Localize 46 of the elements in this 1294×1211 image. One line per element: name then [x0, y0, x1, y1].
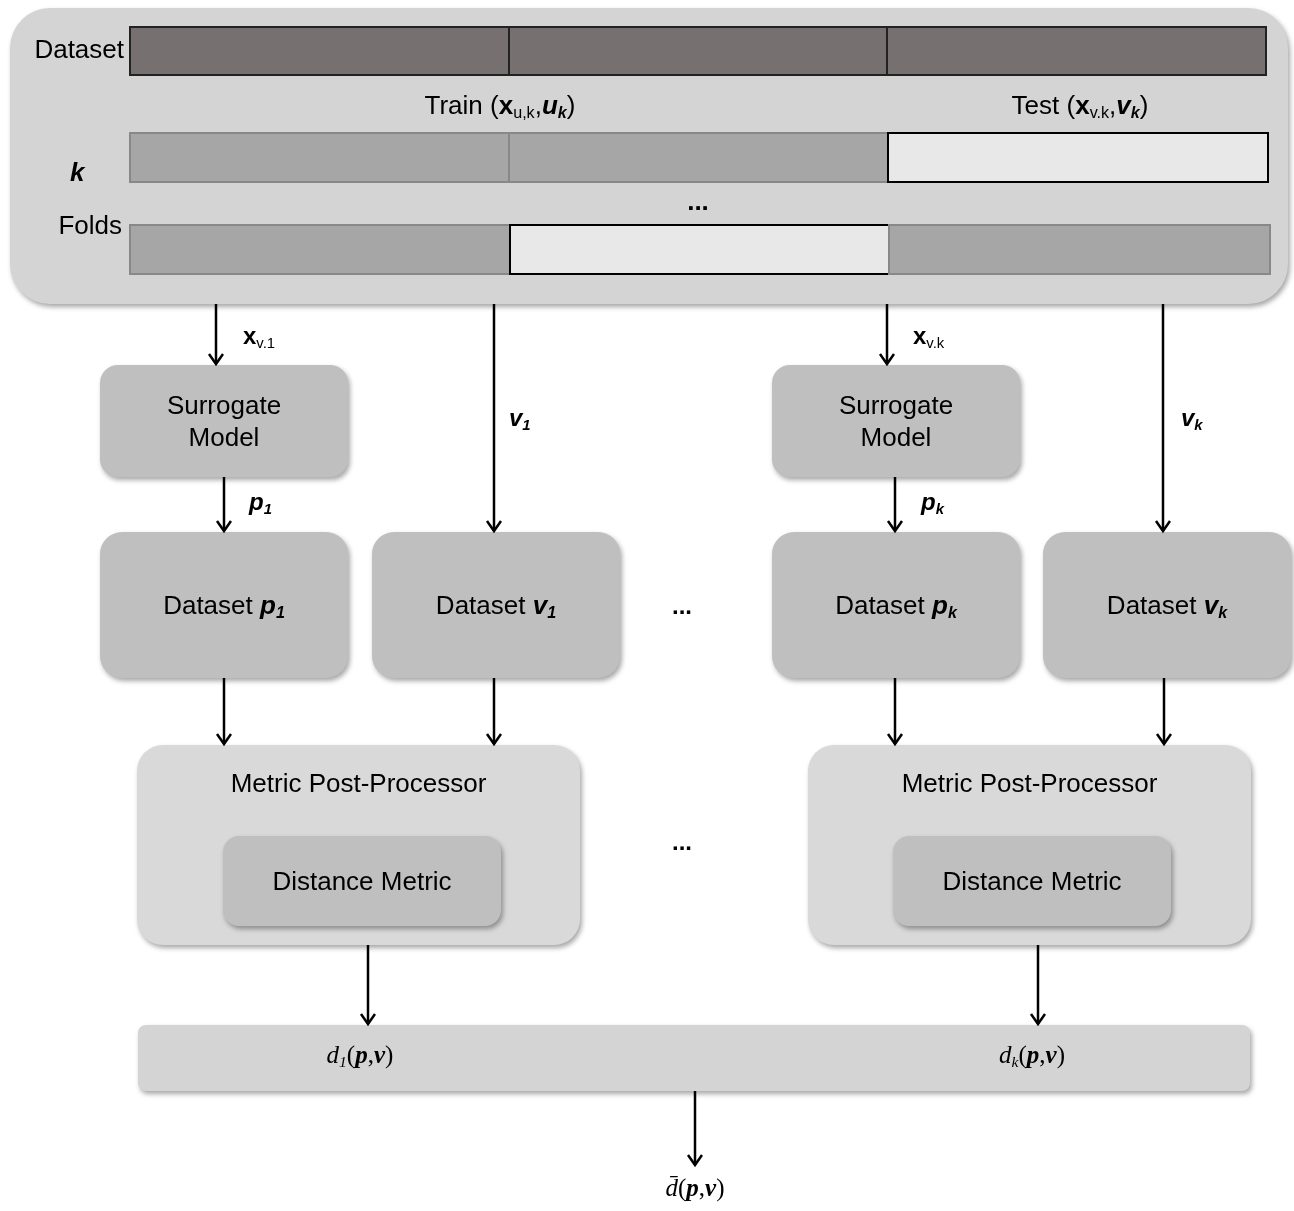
- arrow: [485, 304, 503, 533]
- text-label: Train (x$_{u,k}$,u$_{k}$): [423, 90, 577, 122]
- processor-box: [137, 745, 580, 945]
- box-label: Dataset p$_{k}$: [835, 588, 957, 622]
- box-label: Dataset p$_{1}$: [163, 588, 285, 622]
- box-label: Surrogate Model: [837, 388, 955, 454]
- formula-text: d$_{1}$(p,v): [325, 1040, 395, 1070]
- arrow: [359, 945, 377, 1026]
- arrow: [1155, 678, 1173, 746]
- text-label: k: [70, 157, 86, 189]
- dataset-box: [372, 532, 620, 678]
- arrow: [215, 678, 233, 746]
- box-label: Distance Metric: [272, 864, 452, 898]
- text-label: Test (x$_{v.k}$,v$_{k}$): [1010, 90, 1150, 122]
- formula-text: d$_{k}$(p,v): [998, 1040, 1066, 1070]
- text-label: Folds: [57, 210, 122, 242]
- process-box: [223, 836, 501, 926]
- ellipsis-text: ...: [672, 828, 692, 856]
- arrow: [886, 477, 904, 533]
- arrow: [215, 477, 233, 533]
- result-bar: [138, 1025, 1250, 1091]
- dataset-box: [1043, 532, 1291, 678]
- box-label: Dataset v$_{k}$: [1106, 588, 1228, 622]
- arrow: [1154, 304, 1172, 533]
- text-label: ...: [686, 186, 710, 218]
- box-label: Distance Metric: [942, 864, 1122, 898]
- text-label: Dataset: [33, 34, 124, 66]
- ellipsis-text: ...: [672, 592, 692, 620]
- process-box: [893, 836, 1171, 926]
- box-label: Metric Post-Processor: [901, 767, 1158, 800]
- formula-text: d̄(p,v): [665, 1173, 725, 1204]
- arrow: [207, 304, 225, 366]
- dataset-box: [100, 532, 348, 678]
- arrow: [686, 1091, 704, 1167]
- box-label: Metric Post-Processor: [230, 767, 487, 800]
- process-box: [772, 365, 1020, 477]
- arrow: [485, 678, 503, 746]
- dataset-box: [772, 532, 1020, 678]
- box-label: Surrogate Model: [165, 388, 283, 454]
- processor-box: [808, 745, 1251, 945]
- process-box: [100, 365, 348, 477]
- rounded-panel: [10, 8, 1288, 304]
- arrow: [1029, 945, 1047, 1026]
- arrow: [886, 678, 904, 746]
- arrow: [878, 304, 896, 366]
- box-label: Dataset v$_{1}$: [435, 588, 557, 622]
